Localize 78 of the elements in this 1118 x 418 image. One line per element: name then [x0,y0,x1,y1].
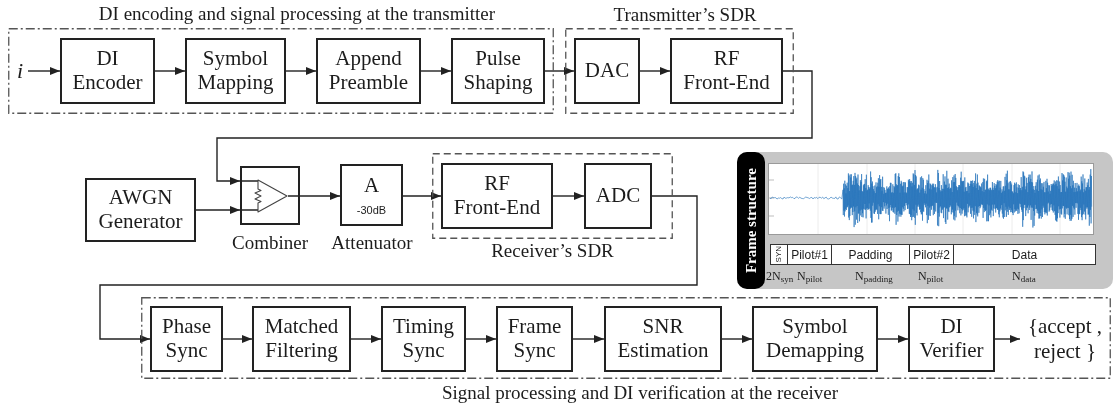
frame-segment [831,244,910,265]
segment-label: SYN [775,246,783,263]
output-label: {accept , reject } [1020,314,1110,364]
arrow [195,206,241,214]
attenuation-value: -30dB [356,203,387,217]
box-label: Append Preamble [327,47,410,95]
box-label: AWGN Generator [97,186,184,234]
process-box [85,178,196,242]
frame-structure-panel [737,152,1113,289]
arrow [877,335,909,343]
box-label: RF Front-End [682,47,771,95]
box-label: Phase Sync [161,315,212,363]
arrow [544,67,575,75]
arrow [222,335,253,343]
panel-title: Frame structure [743,167,759,274]
attenuator-symbol: A [363,173,380,197]
arrow [721,335,753,343]
segment-length-label: N$_{pilot}$ [797,268,823,284]
process-box [496,306,573,372]
arrow [402,192,442,200]
arrow [99,195,698,343]
group-title: Signal processing and DI verification at the receiver [441,381,839,405]
process-box [584,163,652,229]
box-label: Pulse Shaping [462,47,534,95]
box-label: Timing Sync [391,315,456,363]
box-label: ADC [594,184,642,208]
segment-length-label: N$_{pilot}$ [918,268,944,284]
process-box [451,38,545,104]
process-box [441,163,553,229]
box-label: Frame Sync [506,315,563,363]
arrow [154,67,186,75]
input-symbol: i [12,58,28,84]
arrow [639,67,671,75]
process-box [670,38,783,104]
arrow [350,335,382,343]
arrow [465,335,497,343]
process-box [604,306,722,372]
arrow [216,70,813,185]
process-box [185,38,286,104]
frame-segment [953,244,1096,265]
arrow [420,67,452,75]
segment-label: Pilot#1 [791,248,828,261]
arrow [572,335,605,343]
component-caption: Attenuator [331,232,413,254]
box-label: RF Front-End [452,172,542,220]
component-caption: Combiner [232,232,308,254]
box-label: Matched Filtering [263,315,340,363]
segment-length-label: N$_{data}$ [1012,268,1036,284]
segment-label: Pilot#2 [913,248,950,261]
arrow [285,67,317,75]
process-box [60,38,155,104]
attenuator-box [340,164,403,226]
box-label: SNR Estimation [616,315,710,363]
box-label: Symbol Mapping [196,47,275,95]
segment-length-label: 2N$_{syn}$ [766,268,794,284]
segment-label: Data [1011,248,1038,261]
segment-length-label: N$_{padding}$ [855,268,893,284]
process-box [252,306,351,372]
segment-label: Padding [848,248,893,261]
arrow [27,67,61,75]
process-box [752,306,878,372]
combiner-box [240,166,300,225]
process-box [316,38,421,104]
box-label: DAC [583,59,631,83]
arrow [552,192,585,200]
box-label: DI Verifier [918,315,985,363]
box-label: Symbol Demapping [765,315,865,363]
process-box [908,306,995,372]
group-title: Transmitter’s SDR [613,3,757,27]
process-box [574,38,640,104]
group-title: Receiver’s SDR [491,239,614,263]
process-box [381,306,466,372]
group-title: DI encoding and signal processing at the transmitter [98,2,496,26]
arrow [299,192,341,200]
box-label: DI Encoder [71,47,144,95]
arrow [994,335,1021,343]
frame-segment [770,244,788,265]
process-box [150,306,223,372]
